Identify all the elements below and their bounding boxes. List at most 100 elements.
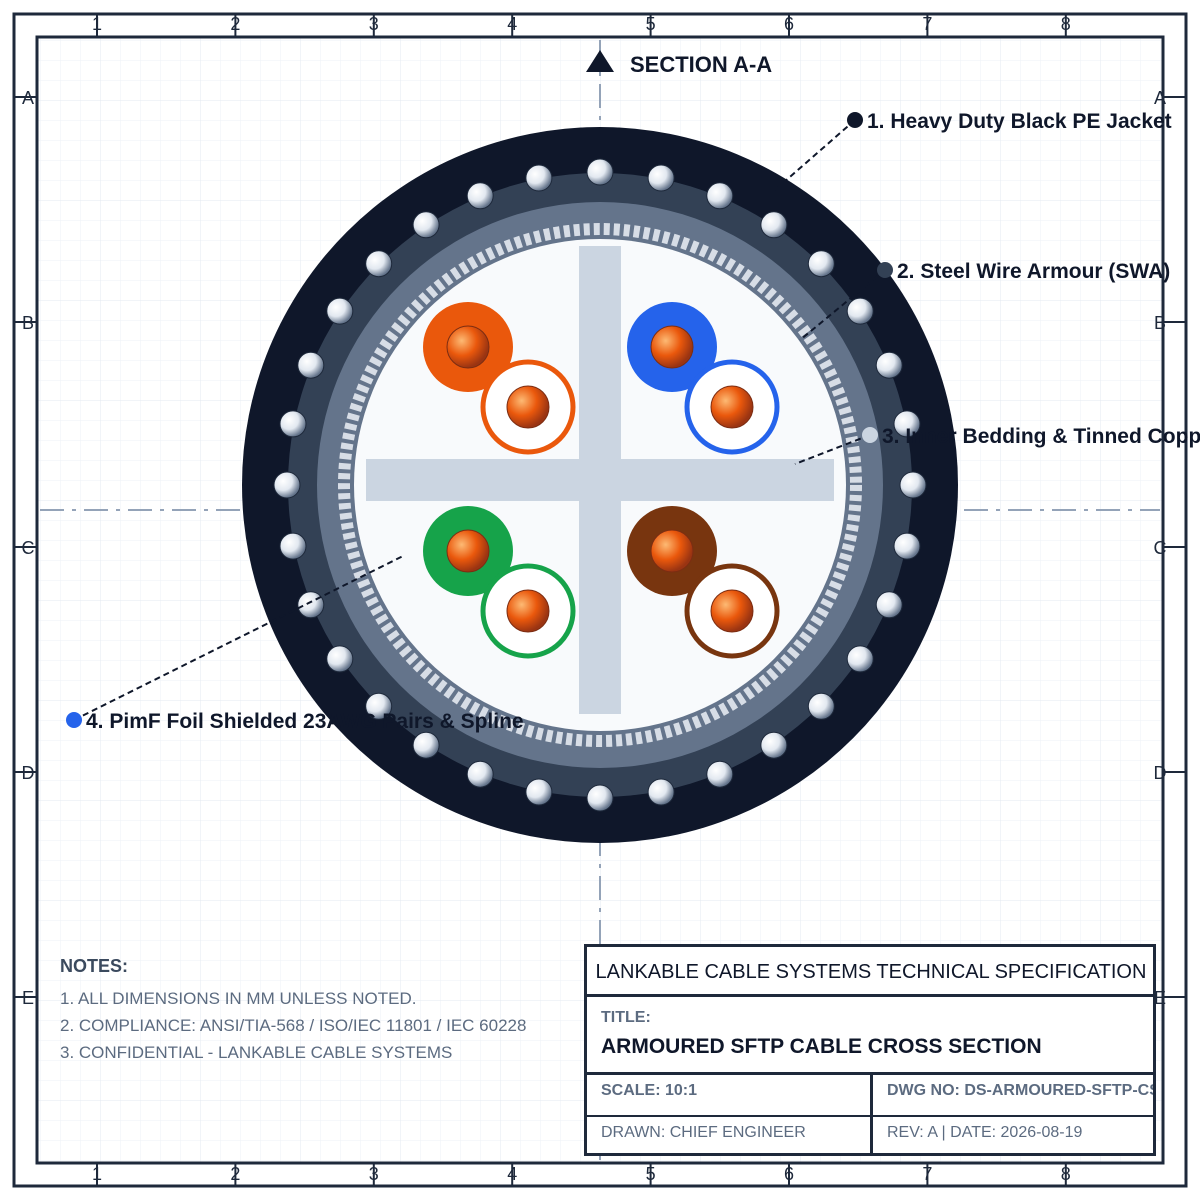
leader-line: [774, 119, 856, 191]
cable-cross-section: [242, 127, 958, 843]
armour-wire: [466, 182, 494, 210]
armour-wire: [586, 158, 614, 186]
callout-leaders: [73, 119, 886, 721]
callout-1: 1. Heavy Duty Black PE Jacket: [847, 110, 1172, 133]
title-block-title: ARMOURED SFTP CABLE CROSS SECTION: [601, 1035, 1042, 1058]
armour-wire: [273, 471, 301, 499]
cross-spline: [366, 246, 834, 714]
zone-row-label: D: [22, 763, 35, 783]
callouts: 1. Heavy Duty Black PE Jacket 2. Steel Wi…: [66, 110, 1200, 733]
callout-marker-icon: [847, 112, 863, 128]
callout-label: 4. PimF Foil Shielded 23AWG Pairs & Spli…: [86, 710, 524, 733]
armour-wire: [893, 410, 921, 438]
copper-conductor: [710, 385, 754, 429]
callout-label: 2. Steel Wire Armour (SWA): [897, 260, 1170, 283]
steel-wire-armour: [273, 158, 927, 812]
armour-wire: [365, 250, 393, 278]
zone-column-label: 1: [92, 14, 102, 34]
zone-column-label: 3: [369, 1164, 379, 1184]
callout-marker-icon: [862, 427, 878, 443]
note-line: 2. COMPLIANCE: ANSI/TIA-568 / ISO/IEC 11…: [60, 1016, 527, 1035]
title-block-scale: SCALE: 10:1: [601, 1082, 698, 1099]
notes-heading: NOTES:: [60, 956, 129, 976]
zone-column-label: 5: [646, 14, 656, 34]
pair-blue: [627, 302, 780, 455]
zone-column-label: 7: [922, 1164, 932, 1184]
armour-wire: [760, 211, 788, 239]
section-arrow-icon: [586, 50, 614, 72]
title-block-drawn: DRAWN: CHIEF ENGINEER: [601, 1124, 806, 1141]
zone-column-label: 2: [230, 14, 240, 34]
copper-conductor: [710, 589, 754, 633]
zone-column-label: 8: [1061, 1164, 1071, 1184]
zone-column-label: 7: [922, 14, 932, 34]
armour-wire: [807, 692, 835, 720]
armour-wire: [297, 351, 325, 379]
zone-column-label: 4: [507, 14, 517, 34]
zone-column-label: 2: [230, 1164, 240, 1184]
leader-line: [73, 554, 406, 721]
callout-marker-icon: [66, 712, 82, 728]
zone-row-label: E: [1154, 988, 1166, 1008]
note-line: 1. ALL DIMENSIONS IN MM UNLESS NOTED.: [60, 989, 417, 1008]
armour-wire: [647, 778, 675, 806]
armour-wire: [899, 471, 927, 499]
pair-brown: [627, 506, 780, 659]
section-label: SECTION A-A: [630, 52, 772, 77]
armour-wire: [706, 760, 734, 788]
zone-row-label: B: [1154, 313, 1166, 333]
callout-marker-icon: [877, 262, 893, 278]
armour-wire: [365, 692, 393, 720]
title-block-title-label: TITLE:: [601, 1009, 651, 1026]
zone-column-label: 8: [1061, 14, 1071, 34]
copper-conductor: [506, 385, 550, 429]
pair-orange: [423, 302, 576, 455]
copper-conductor: [446, 529, 490, 573]
armour-wire: [706, 182, 734, 210]
armour-wire: [586, 784, 614, 812]
armour-wire: [846, 645, 874, 673]
copper-conductor: [650, 325, 694, 369]
leader-line: [799, 269, 886, 341]
zone-column-label: 5: [646, 1164, 656, 1184]
note-line: 3. CONFIDENTIAL - LANKABLE CABLE SYSTEMS: [60, 1043, 453, 1062]
callout-3: 3. Inner Bedding & Tinned Copper Braid: [862, 425, 1200, 448]
armour-wire: [807, 250, 835, 278]
zone-column-label: 4: [507, 1164, 517, 1184]
copper-conductor: [650, 529, 694, 573]
callout-2: 2. Steel Wire Armour (SWA): [877, 260, 1170, 283]
zone-row-label: D: [1154, 763, 1167, 783]
armour-wire: [525, 164, 553, 192]
callout-label: 1. Heavy Duty Black PE Jacket: [867, 110, 1172, 133]
pair-green: [423, 506, 576, 659]
zone-row-label: C: [1154, 538, 1167, 558]
zone-column-label: 3: [369, 14, 379, 34]
twisted-pairs: [423, 302, 780, 659]
zone-column-label: 6: [784, 1164, 794, 1184]
leader-line: [794, 434, 871, 465]
tinned-copper-braid: [338, 223, 862, 747]
armour-wire: [412, 731, 440, 759]
armour-wire: [647, 164, 675, 192]
armour-wire: [279, 532, 307, 560]
armour-wire: [760, 731, 788, 759]
armour-wire: [525, 778, 553, 806]
armour-wire: [326, 297, 354, 325]
zone-row-label: A: [22, 88, 34, 108]
title-block-dwg-no: DWG NO: DS-ARMOURED-SFTP-CS: [887, 1082, 1153, 1099]
zone-row-label: B: [22, 313, 34, 333]
zone-column-label: 6: [784, 14, 794, 34]
callout-4: 4. PimF Foil Shielded 23AWG Pairs & Spli…: [66, 710, 524, 733]
armour-wire: [846, 297, 874, 325]
title-block-rev: REV: A | DATE: 2026-08-19: [887, 1124, 1083, 1141]
armour-wire: [875, 351, 903, 379]
callout-label: 3. Inner Bedding & Tinned Copper Braid: [882, 425, 1200, 448]
armour-wire: [466, 760, 494, 788]
zone-column-label: 1: [92, 1164, 102, 1184]
armour-wire: [326, 645, 354, 673]
zone-row-label: A: [1154, 88, 1166, 108]
armour-wire: [893, 532, 921, 560]
armour-wire: [279, 410, 307, 438]
